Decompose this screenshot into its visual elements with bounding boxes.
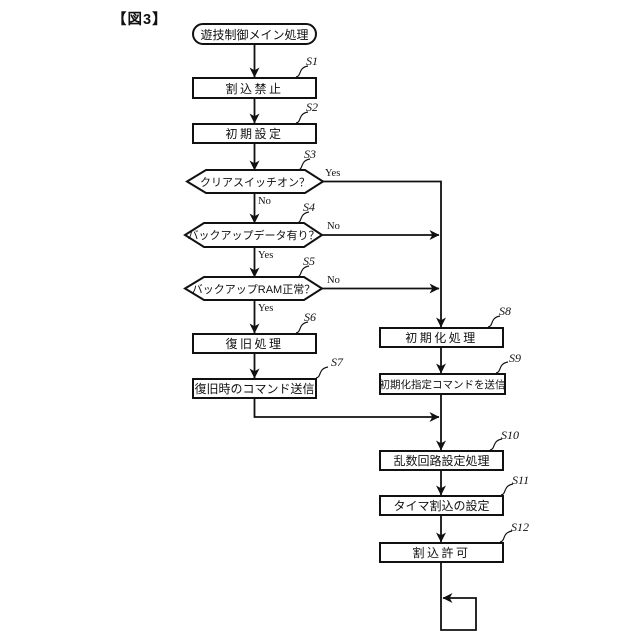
branch-label-s5-yes: Yes	[258, 303, 274, 314]
edge-endless-loop	[440, 563, 477, 631]
edge-s7-merge	[253, 399, 440, 422]
step-label-s9: S9	[509, 351, 521, 365]
step-label-s5: S5	[303, 254, 315, 268]
node-s5-decision-shape	[183, 276, 324, 301]
node-s10-process: 乱数回路設定処理	[379, 450, 504, 471]
branch-label-s3-yes: Yes	[325, 168, 341, 179]
figure-label: 【図3】	[112, 12, 168, 28]
step-label-s3: S3	[304, 147, 316, 161]
node-s9-process: 初期化指定コマンドを送信	[379, 373, 506, 395]
node-s1-process: 割込禁止	[192, 77, 317, 99]
node-s6-process: 復旧処理	[192, 333, 317, 354]
node-s4-decision-label: バックアップデータ有り？	[187, 230, 320, 242]
step-label-s11: S11	[512, 473, 530, 487]
node-s8-process: 初期化処理	[379, 327, 504, 348]
node-s11-process: タイマ割込の設定	[379, 495, 504, 516]
step-label-s12: S12	[511, 520, 529, 534]
node-s4-decision-shape	[183, 222, 324, 248]
node-s12-process: 割込許可	[379, 542, 504, 563]
step-label-s10: S10	[501, 428, 519, 442]
step-label-s4: S4	[303, 200, 315, 214]
step-label-s8: S8	[499, 304, 511, 318]
step-label-s7: S7	[331, 355, 343, 369]
step-label-s6: S6	[304, 310, 316, 324]
node-s5-decision-label: バックアップRAM正常？	[191, 283, 316, 296]
flow-arrows	[249, 45, 477, 631]
node-s3-decision-shape	[185, 169, 325, 194]
branch-label-s4-no: No	[327, 221, 340, 232]
decision-shapes	[183, 169, 325, 301]
branch-label-s3-no: No	[258, 196, 271, 207]
edge-s3-s8-yes	[323, 180, 446, 328]
node-s3-decision-label: クリアスイッチオン？	[200, 176, 310, 189]
node-s7-process: 復旧時のコマンド送信	[192, 378, 317, 399]
step-label-s1: S1	[306, 54, 318, 68]
node-s2-process: 初期設定	[192, 123, 317, 144]
branch-label-s4-yes: Yes	[258, 250, 274, 261]
node-start-terminal: 遊技制御メイン処理	[192, 23, 317, 45]
branch-label-s5-no: No	[327, 275, 340, 286]
step-label-s2: S2	[306, 100, 318, 114]
